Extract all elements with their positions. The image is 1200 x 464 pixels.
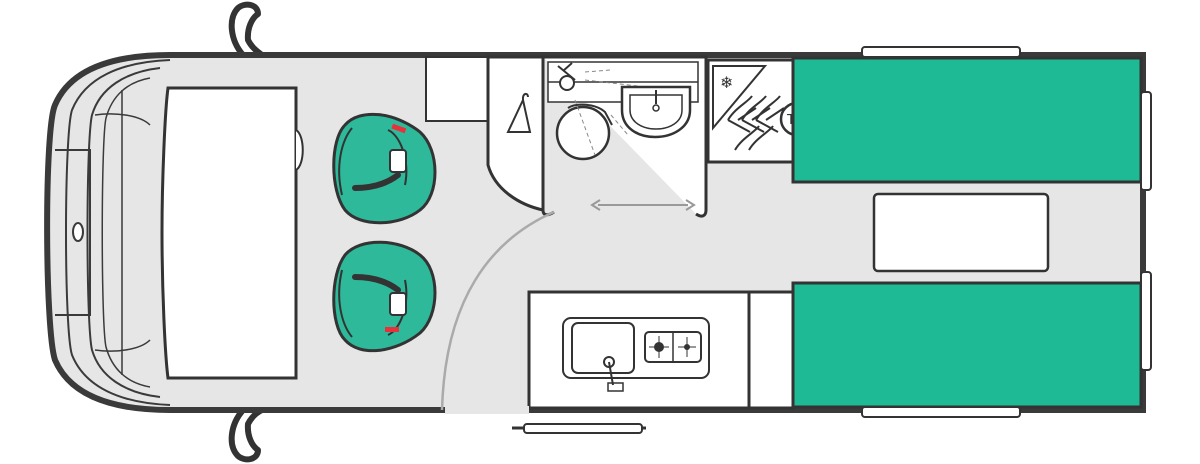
side-window-top xyxy=(861,46,1021,58)
hob xyxy=(644,331,702,363)
rear-bed-left xyxy=(791,56,1143,184)
right-mirror xyxy=(228,407,265,463)
hanger-icon xyxy=(506,96,532,133)
cabinet xyxy=(425,56,489,122)
side-window-bottom xyxy=(861,406,1021,418)
hangers-icon xyxy=(727,95,785,151)
snowflake-icon: ❄ xyxy=(720,73,733,92)
passenger-seat xyxy=(332,240,437,353)
dashboard xyxy=(160,86,304,380)
entry-gap xyxy=(445,406,529,414)
rear-table xyxy=(872,192,1050,273)
sliding-door-arrow xyxy=(590,199,696,211)
shower-head-icon xyxy=(557,62,576,91)
left-mirror xyxy=(228,1,265,58)
toilet xyxy=(555,103,613,161)
kitchen-unit xyxy=(527,290,795,410)
driver-seat xyxy=(332,112,437,225)
sink xyxy=(571,322,635,392)
rear-bed-right xyxy=(791,281,1143,409)
washbasin xyxy=(620,85,692,139)
rear-window-top xyxy=(1140,91,1152,191)
door-swing-arc xyxy=(440,210,555,411)
washroom xyxy=(541,55,708,218)
entry-step xyxy=(512,423,646,434)
rear-window-bottom xyxy=(1140,271,1152,371)
